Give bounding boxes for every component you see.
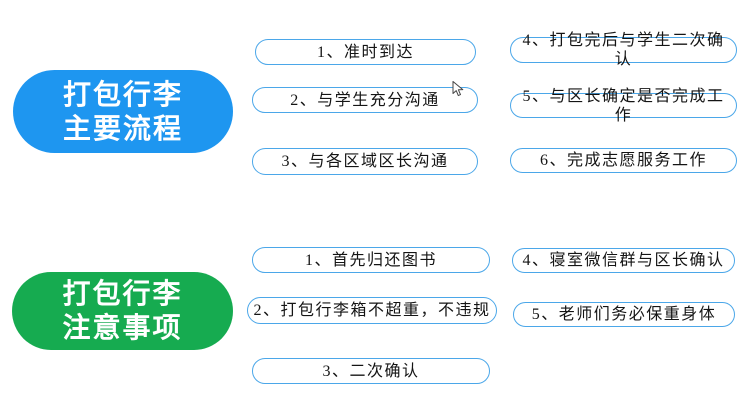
process-step-5: 5、与区长确定是否完成工作 <box>510 88 737 124</box>
process-step-1-label: 1、准时到达 <box>316 43 414 61</box>
process-title-line2: 主要流程 <box>62 112 183 144</box>
notes-item-5-label: 5、老师们务必保重身体 <box>531 306 717 323</box>
notes-item-2-label: 2、打包行李箱不超重，不违规 <box>253 302 491 319</box>
process-step-2-label: 2、与学生充分沟通 <box>290 91 440 109</box>
process-step-3: 3、与各区域区长沟通 <box>252 148 478 175</box>
notes-title-shape: 打包行李 注意事项 <box>12 272 233 350</box>
process-step-1: 1、准时到达 <box>255 39 476 65</box>
process-step-3-label: 3、与各区域区长沟通 <box>281 153 449 170</box>
notes-item-1: 1、首先归还图书 <box>252 247 490 273</box>
notes-item-3: 3、二次确认 <box>252 358 490 384</box>
notes-item-3-label: 3、二次确认 <box>322 362 420 380</box>
mouse-pointer-icon <box>452 81 464 97</box>
notes-item-2: 2、打包行李箱不超重，不违规 <box>247 297 497 324</box>
process-step-2: 2、与学生充分沟通 <box>252 87 478 113</box>
process-title-shape: 打包行李 主要流程 <box>13 70 233 153</box>
process-title-line1: 打包行李 <box>62 78 183 110</box>
process-step-5-label: 5、与区长确定是否完成工作 <box>522 87 725 124</box>
notes-item-4-label: 4、寝室微信群与区长确认 <box>522 252 725 269</box>
process-step-4: 4、打包完后与学生二次确认 <box>510 32 737 68</box>
process-step-4-label: 4、打包完后与学生二次确认 <box>522 32 725 68</box>
notes-item-5: 5、老师们务必保重身体 <box>513 302 735 327</box>
notes-item-1-label: 1、首先归还图书 <box>304 251 437 269</box>
notes-title-line2: 注意事项 <box>62 312 183 343</box>
notes-title-line1: 打包行李 <box>62 278 183 309</box>
notes-item-4: 4、寝室微信群与区长确认 <box>512 248 735 273</box>
process-step-6-label: 6、完成志愿服务工作 <box>539 152 707 169</box>
process-step-6: 6、完成志愿服务工作 <box>510 148 737 173</box>
